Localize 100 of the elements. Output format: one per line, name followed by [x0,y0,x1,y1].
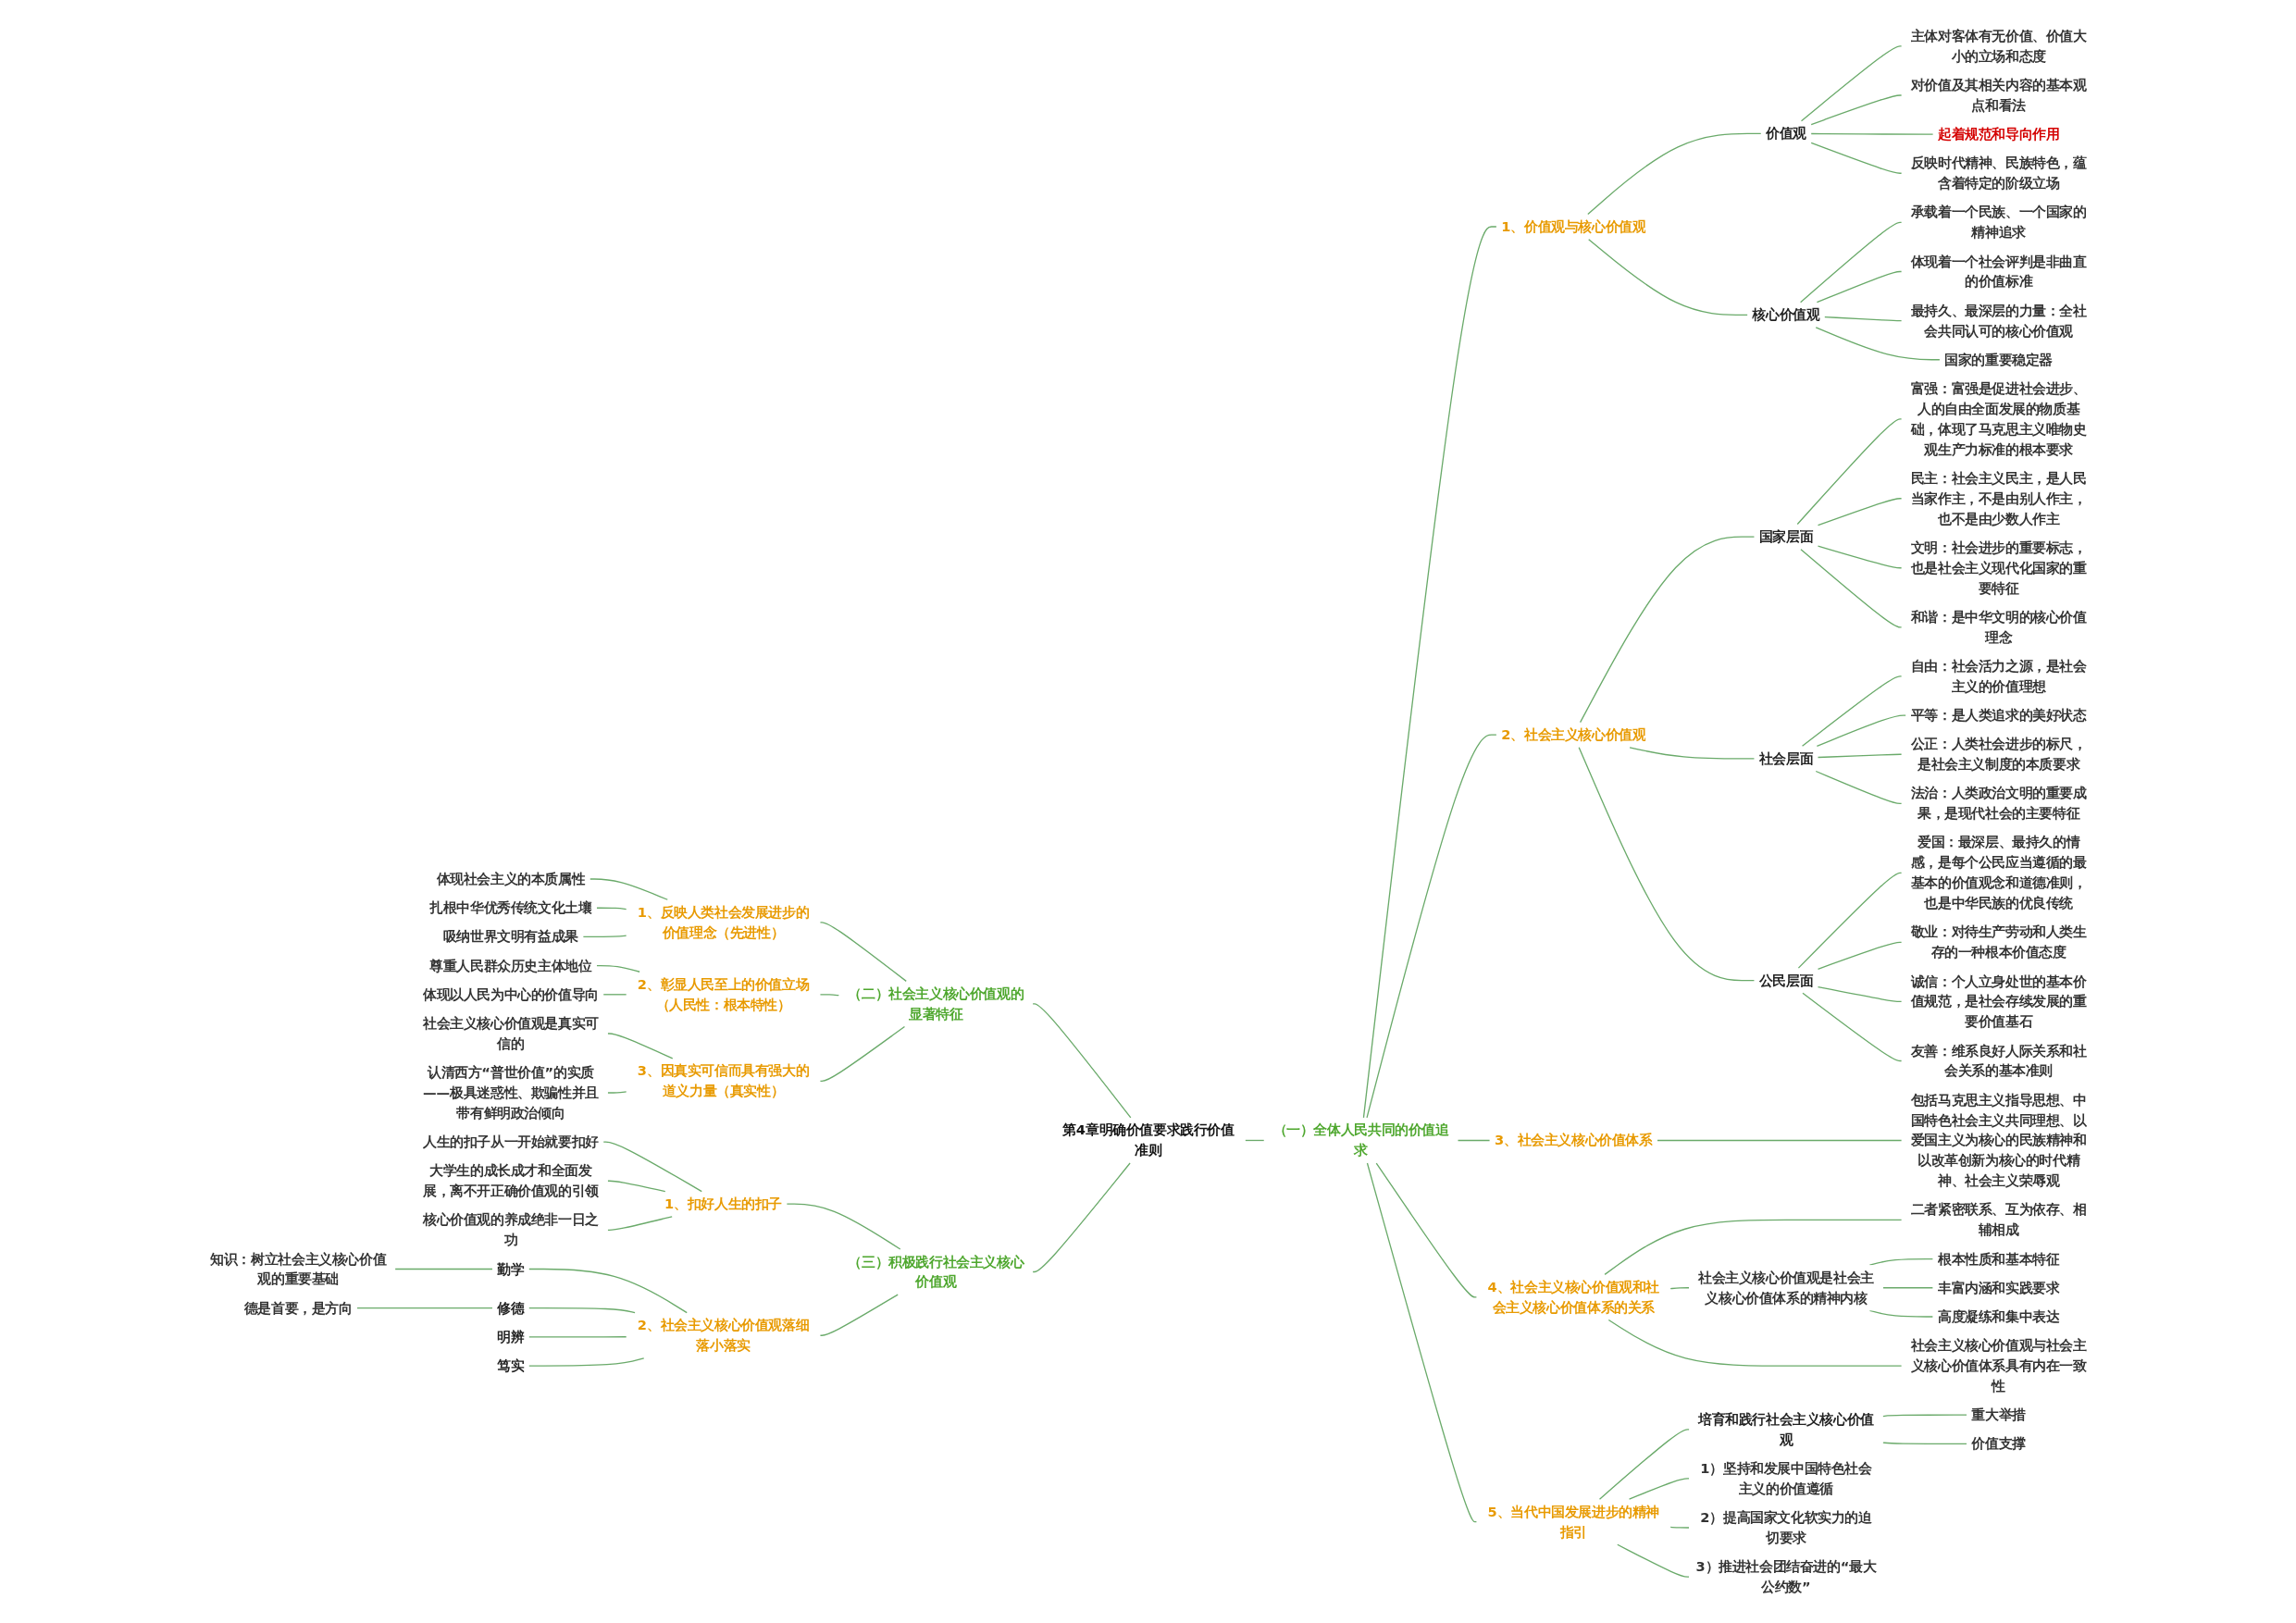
node-text: 法治：人类政治文明的重要成果，是现代社会的主要特征 [1910,786,2087,822]
connector [355,1307,493,1309]
node-text: 勤学 [496,1261,525,1277]
connector [1032,1162,1131,1273]
node-text: 对价值及其相关内容的基本观点和看法 [1910,77,2087,114]
connector [1607,1319,1902,1367]
node-text: 社会主义核心价值观与社会主义核心价值体系具有内在一致性 [1910,1337,2087,1394]
node-text: 知识：树立社会主义核心价值观的重要基础 [209,1251,386,1287]
connector [527,1307,636,1314]
connector [819,1025,905,1083]
connector [1810,94,1902,126]
node-text: 核心价值观 [1752,307,1820,323]
connector [602,994,627,996]
node-text: 尊重人民群众历史主体地位 [428,958,592,973]
connector [819,922,907,983]
connector [1817,545,1902,569]
connector [1799,549,1902,628]
connector [1365,734,1497,1119]
connector [1817,498,1902,527]
node-text: 认清西方“普世价值”的实质——极具迷惑性、欺骗性并且带有鲜明政治倾向 [422,1064,599,1121]
node-text: 重大举措 [1971,1406,2026,1423]
node-text: 5、当代中国发展进步的精神指引 [1487,1504,1659,1540]
node-text: 明辨 [496,1329,525,1345]
connector [1669,1287,1690,1290]
connector [1032,1003,1132,1119]
connector [1817,985,1902,1003]
connector [527,1357,644,1367]
connector [1616,1543,1690,1578]
node-text: 主体对客体有无价值、价值大小的立场和态度 [1910,28,2087,65]
connector [1628,1478,1690,1500]
connector [394,1268,493,1270]
node-text: 1、价值观与核心价值观 [1500,218,1645,235]
connector [1362,226,1497,1119]
connector [1598,1429,1690,1500]
node-text: 社会层面 [1758,750,1813,767]
node-text: 国家的重要稳定器 [1943,352,2053,368]
node-text: 社会主义核心价值观是真实可信的 [422,1015,599,1052]
connector [1815,327,1941,361]
connector [606,1180,665,1193]
node-text: 体现社会主义的本质属性 [436,871,585,887]
node-text: 人生的扣子从一开始就要扣好 [422,1134,599,1150]
node-text: 体现以人民为中心的价值导向 [422,986,599,1003]
node-text: 包括马克思主义指导思想、中国特色社会主义共同理想、以爱国主义为核心的民族精神和以改革创新为核心的时代精神、社会主义荣辱观 [1910,1092,2087,1189]
node-text: 诚信：个人立身处世的基本价值规范，是社会存续发展的重要价值基石 [1910,973,2087,1030]
connector [1816,270,1902,304]
node-text: 承载着一个民族、一个国家的精神追求 [1910,204,2087,241]
node-text: （一）全体人民共同的价值追求 [1272,1122,1449,1158]
connector [1816,714,1906,747]
node-text: （二）社会主义核心价值观的显著特征 [847,985,1024,1022]
node-text: （三）积极践行社会主义核心价值观 [847,1254,1024,1290]
connector [1817,753,1902,759]
node-text: 德是首要，是方向 [243,1300,353,1316]
node-text: 第4章明确价值要求践行价值准则 [1061,1122,1235,1158]
node-text: 社会主义核心价值观是社会主义核心价值体系的精神内核 [1697,1270,1874,1307]
connector [1799,221,1902,304]
connector [1800,45,1902,122]
node-text: 2、社会主义核心价值观 [1500,726,1645,743]
connector [1810,132,1933,135]
node-text: 2）提高国家文化软实力的迫切要求 [1699,1509,1872,1546]
node-text: 2、彰显人民至上的价值立场（人民性：根本特性） [637,976,809,1013]
node-text: 大学生的成长成才和全面发展，离不开正确价值观的引领 [422,1163,599,1199]
node-text: 4、社会主义核心价值观和社会主义核心价值体系的关系 [1487,1279,1659,1316]
connector [589,878,668,900]
connector [1604,1219,1902,1275]
node-text: 核心价值观的养成绝非一日之功 [422,1212,599,1248]
node-text: 公正：人类社会进步的标尺，是社会主义制度的本质要求 [1910,737,2087,773]
connector [595,907,627,911]
node-text: 和谐：是中华文明的核心价值理念 [1910,609,2087,646]
connector [595,964,640,973]
connector [1868,1258,1933,1266]
node-text: 公民层面 [1758,973,1813,989]
connector [786,1203,901,1250]
node-text: 3）推进社会团结奋进的“最大公约数” [1695,1558,1877,1595]
connector [1656,1139,1902,1142]
node-text: 平等：是人类追求的美好状态 [1910,707,2087,724]
connector [1669,1526,1690,1529]
connector [1868,1309,1933,1318]
connector [1817,941,1902,970]
node-text: 培育和践行社会主义核心价值观 [1697,1411,1874,1448]
connector [1801,992,1902,1062]
node-text: 1、反映人类社会发展进步的价值理念（先进性） [637,904,809,941]
node-text: 1、扣好人生的扣子 [664,1196,782,1212]
node-text: 富强：富强是促进社会进步、人的自由全面发展的物质基础，体现了马克思主义唯物史观生产力标准的根本要求 [1910,380,2087,457]
node-text: 价值支撑 [1971,1436,2026,1452]
node-text: 高度凝练和集中表达 [1937,1308,2059,1325]
connector [1366,1162,1477,1523]
connector [1587,238,1748,316]
connector [606,1216,673,1232]
connector [1628,747,1755,760]
connector [1796,418,1902,526]
connector [1881,1442,1967,1445]
node-text: 吸纳世界文明有益成果 [442,929,578,945]
node-text: 爱国：最深层、最持久的情感，是每个公民应当遵循的最基本的价值观念和道德准则，也是中华民族的优良传统 [1910,835,2087,911]
connector [1823,316,1902,322]
node-text: 丰富内涵和实践要求 [1937,1280,2059,1296]
node-text: 最持久、最深层的力量：全社会共同认可的核心价值观 [1910,303,2087,339]
connector [1810,142,1902,174]
node-text: 3、因真实可信而具有强大的道义力量（真实性） [637,1063,809,1099]
connector [1244,1139,1264,1142]
connector [606,1091,627,1094]
